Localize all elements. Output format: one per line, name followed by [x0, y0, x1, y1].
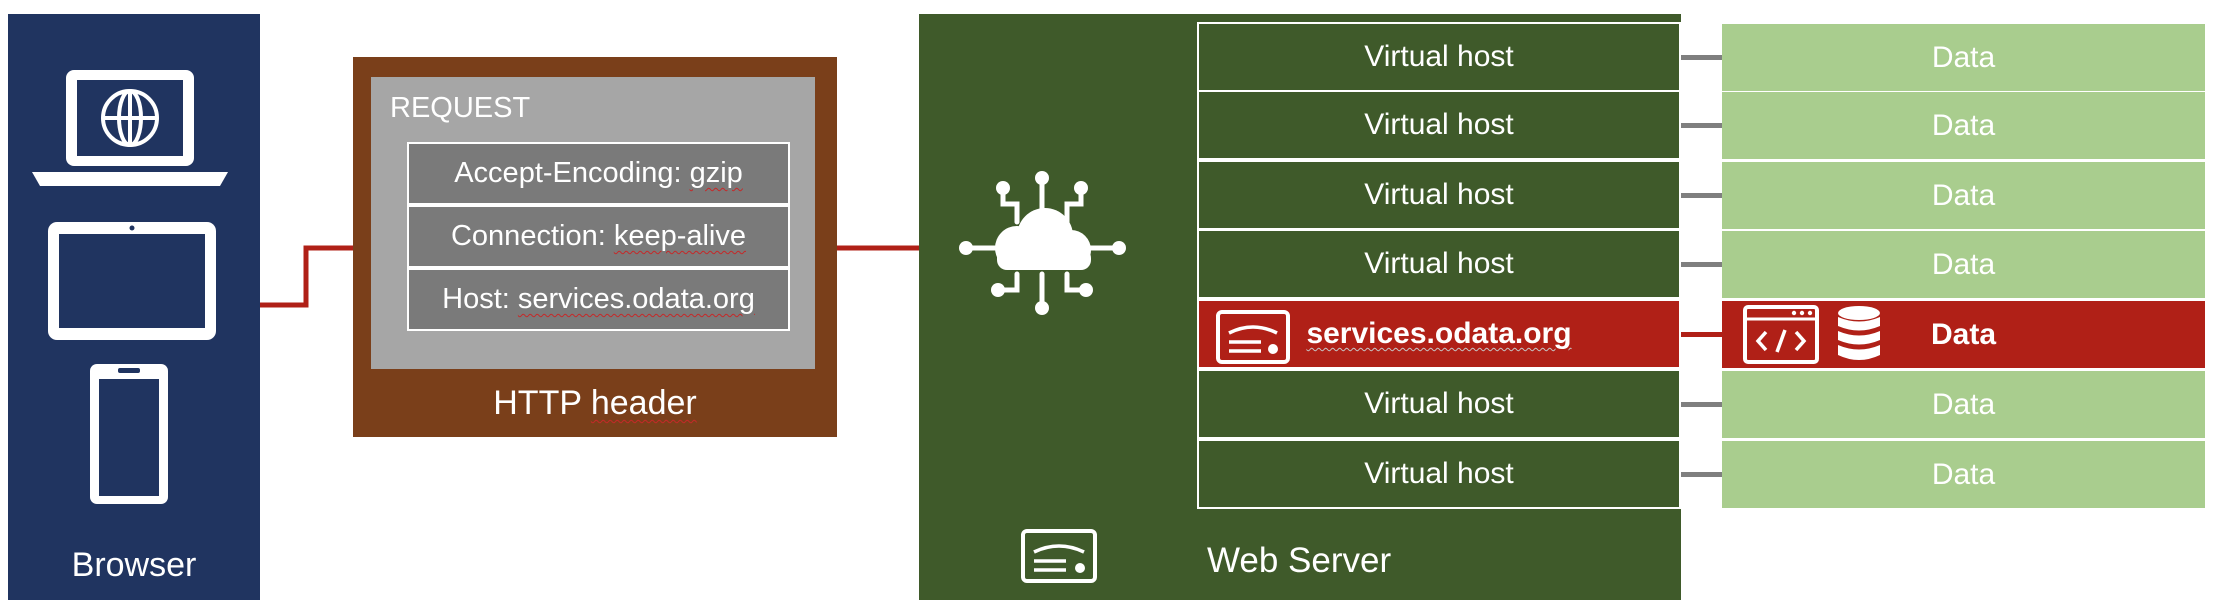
data-label: Data — [1931, 108, 1996, 142]
laptop-globe-icon — [32, 70, 228, 186]
virtual-host-4: Virtual host — [1197, 229, 1681, 299]
http-header-caption: HTTP header — [353, 384, 837, 423]
header-key: Connection: — [450, 220, 614, 252]
header-row-connection: Connection: keep-alive — [407, 205, 790, 268]
virtual-host-label: Virtual host — [1364, 178, 1514, 211]
virtual-host-label: Virtual host — [1364, 387, 1514, 420]
connector — [1681, 193, 1722, 198]
database-icon — [1838, 306, 1880, 360]
browser-to-header-line — [260, 245, 353, 308]
data-6: Data — [1722, 371, 2205, 438]
header-value: gzip — [689, 157, 743, 189]
tablet-icon — [48, 222, 216, 340]
virtual-host-label: Virtual host — [1364, 40, 1514, 73]
virtual-host-1: Virtual host — [1197, 22, 1681, 92]
header-value: keep-alive — [613, 220, 746, 252]
virtual-host-label: Virtual host — [1364, 108, 1514, 141]
data-active: Data — [1722, 301, 2205, 368]
caption-prefix: HTTP — [493, 384, 591, 422]
caption-word: header — [590, 384, 697, 422]
virtual-host-3: Virtual host — [1197, 160, 1681, 230]
virtual-host-active: services.odata.org — [1197, 299, 1681, 369]
server-icon — [1216, 310, 1290, 364]
connector-active — [1681, 332, 1722, 337]
data-label: Data — [1931, 178, 1996, 212]
data-3: Data — [1722, 162, 2205, 229]
virtual-host-label: Virtual host — [1364, 247, 1514, 280]
data-1: Data — [1722, 24, 2205, 91]
virtual-host-2: Virtual host — [1197, 90, 1681, 160]
header-key: Host: — [442, 283, 518, 315]
connector — [1681, 402, 1722, 407]
header-value: services.odata.org — [517, 283, 755, 315]
server-icon — [1021, 529, 1097, 583]
connector — [1681, 472, 1722, 477]
connector — [1681, 262, 1722, 267]
connector — [1681, 123, 1722, 128]
header-key: Accept-Encoding: — [454, 157, 690, 189]
cloud-network-icon — [959, 171, 1126, 315]
web-server-caption: Web Server — [1207, 541, 1392, 580]
data-4: Data — [1722, 231, 2205, 298]
data-label: Data — [1931, 387, 1996, 421]
smartphone-icon — [90, 364, 168, 504]
connector — [1681, 55, 1722, 60]
data-7: Data — [1722, 441, 2205, 508]
virtual-host-6: Virtual host — [1197, 369, 1681, 439]
virtual-host-label: Virtual host — [1364, 457, 1514, 490]
header-row-host: Host: services.odata.org — [407, 268, 790, 331]
code-window-icon — [1743, 305, 1819, 364]
data-2: Data — [1722, 92, 2205, 159]
data-label: Data — [1930, 317, 1997, 351]
request-label: REQUEST — [390, 92, 531, 124]
virtual-host-label: services.odata.org — [1306, 317, 1572, 350]
virtual-host-7: Virtual host — [1197, 439, 1681, 509]
data-label: Data — [1931, 247, 1996, 281]
data-label: Data — [1931, 40, 1996, 74]
browser-label: Browser — [71, 546, 197, 584]
data-label: Data — [1931, 457, 1996, 491]
header-row-accept-encoding: Accept-Encoding: gzip — [407, 142, 790, 205]
